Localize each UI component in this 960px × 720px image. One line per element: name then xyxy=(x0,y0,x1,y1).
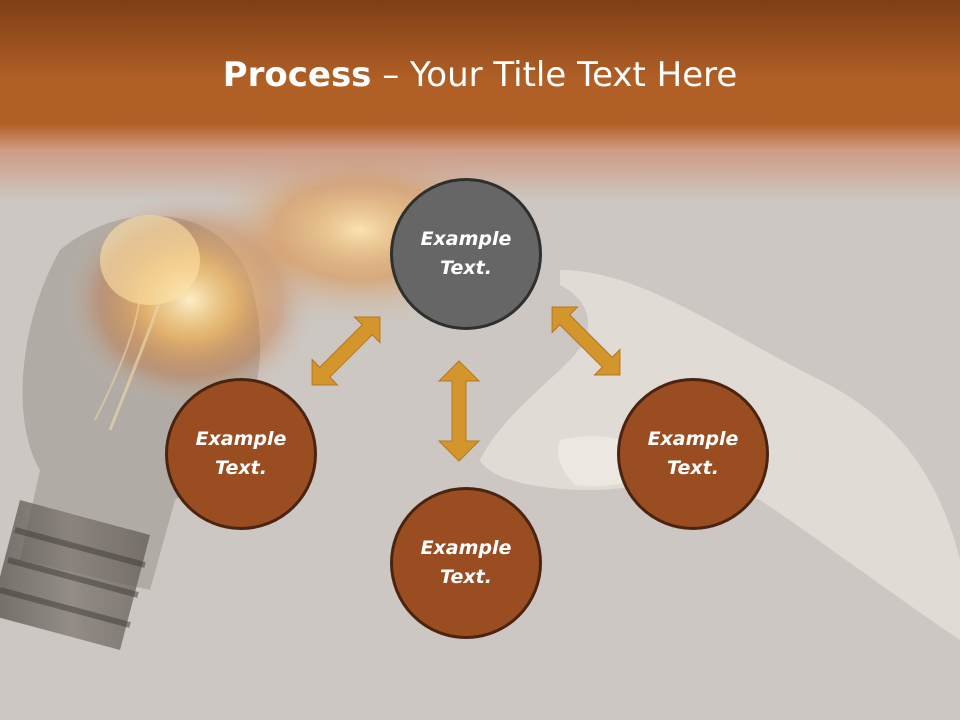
node-bottom-line1: Example xyxy=(420,537,512,559)
node-left-line2: Text. xyxy=(215,457,267,479)
title-rest: – Your Title Text Here xyxy=(371,55,738,95)
arrow-top-left xyxy=(311,316,381,386)
node-left-line1: Example xyxy=(195,428,287,450)
node-top-line1: Example xyxy=(420,228,512,250)
node-right-line1: Example xyxy=(647,428,739,450)
title-bold: Process xyxy=(222,55,372,95)
arrow-vertical xyxy=(437,360,481,462)
node-top-line2: Text. xyxy=(440,257,492,279)
slide-title: Process – Your Title Text Here xyxy=(0,52,960,98)
arrow-top-right xyxy=(551,306,621,376)
node-bottom-line2: Text. xyxy=(440,566,492,588)
title-bar xyxy=(0,0,960,200)
node-right-line2: Text. xyxy=(667,457,719,479)
